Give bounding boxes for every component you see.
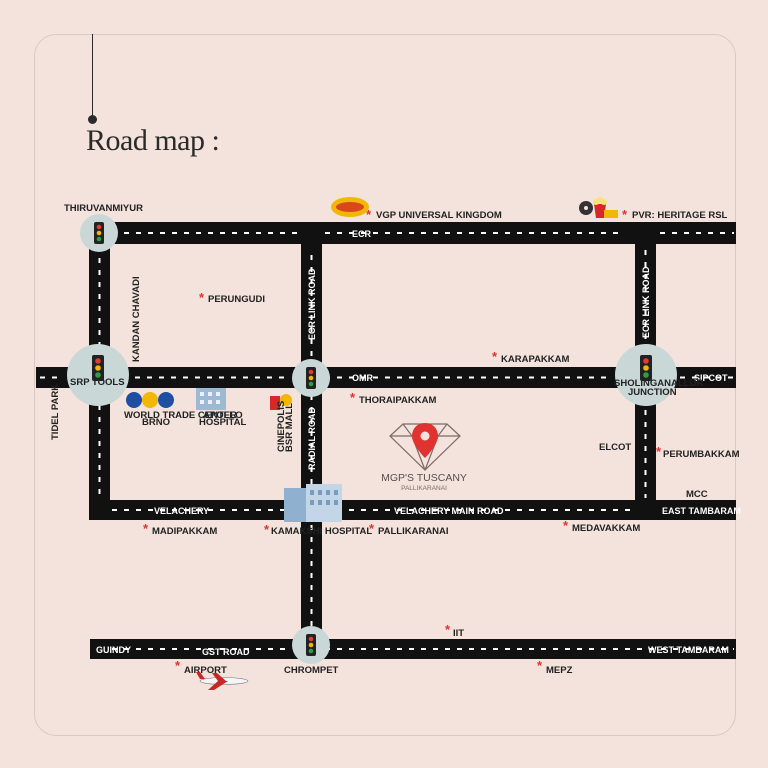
road-label-guindy: GUINDY xyxy=(96,645,131,655)
traffic-light-icon xyxy=(67,344,129,406)
road-label-gst: GST ROAD xyxy=(202,647,250,657)
place-mepz: MEPZ xyxy=(546,665,573,676)
place-pvr: PVR: HERITAGE RSL xyxy=(632,210,728,221)
landmark-apollo: APOLLO xyxy=(203,410,243,421)
marker-icon: * xyxy=(366,207,372,222)
landmark-wtc: WORLD TRADE CENTER xyxy=(124,410,237,421)
marker-icon: * xyxy=(563,518,569,533)
landmark-cinepolis: CINEPOLIS xyxy=(276,401,287,452)
wtc-logo-icon xyxy=(126,392,174,408)
place-iit: IIT xyxy=(453,628,464,639)
place-vgp: VGP UNIVERSAL KINGDOM xyxy=(376,210,502,221)
junction-sholinganallur-2: JUNCTION xyxy=(628,387,677,398)
road-label-ecr: ECR xyxy=(352,229,372,239)
building-icon xyxy=(284,484,342,522)
junction-thiruvanmiyur: THIRUVANMIYUR xyxy=(64,203,143,214)
junction-sholinganallur: SHOLINGANALLUR xyxy=(614,378,703,389)
road-label-radial: RADIAL ROAD xyxy=(307,407,317,470)
place-kamakshi: KAMAKSHI HOSPITAL xyxy=(271,526,372,537)
place-tidel-park: TIDEL PARK xyxy=(50,384,61,440)
road-label-ecr-link-left: ECR LINK ROAD xyxy=(307,268,317,340)
place-perungudi: PERUNGUDI xyxy=(208,294,265,305)
page-title: Road map : xyxy=(86,124,220,157)
decor-line xyxy=(92,34,93,118)
marker-icon: * xyxy=(350,390,356,405)
landmark-wtc-2: BRNO xyxy=(142,417,170,428)
road-label-west-tambaram: WEST TAMBARAM xyxy=(648,645,729,655)
landmark-cinepolis-2: BSR MALL xyxy=(284,403,295,452)
road-label-velachery: VELACHERY xyxy=(154,506,209,516)
popcorn-icon xyxy=(593,197,607,218)
marker-icon: * xyxy=(264,522,270,537)
cinepolis-icon xyxy=(270,394,292,410)
place-karapakkam: KARAPAKKAM xyxy=(501,354,570,365)
traffic-light-icon xyxy=(80,214,118,252)
marker-icon: * xyxy=(492,349,498,364)
place-airport: AIRPORT xyxy=(184,665,227,676)
marker-icon: * xyxy=(537,658,543,673)
place-madipakkam: MADIPAKKAM xyxy=(152,526,217,537)
road-label-velachery-main: VELACHERY MAIN ROAD xyxy=(394,506,504,516)
place-medavakkam: MEDAVAKKAM xyxy=(572,523,640,534)
marker-icon: * xyxy=(445,622,451,637)
location-pin-icon xyxy=(412,423,438,458)
traffic-light-icon xyxy=(292,626,330,664)
place-perumbakkam: PERUMBAKKAM xyxy=(663,449,740,460)
place-thoraipakkam: THORAIPAKKAM xyxy=(359,395,436,406)
road-label-omr: OMR xyxy=(352,373,373,383)
place-mcc: MCC xyxy=(686,489,708,500)
landmark-apollo-2: HOSPITAL xyxy=(199,417,247,428)
lane-dashes xyxy=(40,232,734,650)
marker-icon: * xyxy=(199,290,205,305)
project-name: MGP'S TUSCANY xyxy=(381,472,467,484)
project-location: PALLIKARANAI xyxy=(401,485,447,492)
traffic-light-icon xyxy=(292,359,330,397)
place-kandan-chavadi: KANDAN CHAVADI xyxy=(131,276,142,362)
marker-icon: * xyxy=(175,658,181,673)
building-icon xyxy=(196,388,226,410)
airplane-icon xyxy=(196,672,249,690)
place-elcot: ELCOT xyxy=(599,442,631,453)
road-label-sipcot: SIPCOT xyxy=(694,373,728,383)
junction-chrompet: CHROMPET xyxy=(284,665,339,676)
film-reel-icon xyxy=(579,201,618,218)
road-label-east-tambaram: EAST TAMBARAM xyxy=(662,506,741,516)
vgp-logo-icon xyxy=(331,197,369,217)
marker-icon: * xyxy=(656,444,662,459)
road-label-ecr-link-right: ECR LINK ROAD xyxy=(641,266,651,338)
junction-srp-tools: SRP TOOLS xyxy=(70,377,125,388)
decor-dot xyxy=(88,115,97,124)
marker-icon: * xyxy=(369,521,375,536)
marker-icon: * xyxy=(143,521,149,536)
marker-icon: * xyxy=(622,207,628,222)
place-pallikaranai: PALLIKARANAI xyxy=(378,526,449,537)
